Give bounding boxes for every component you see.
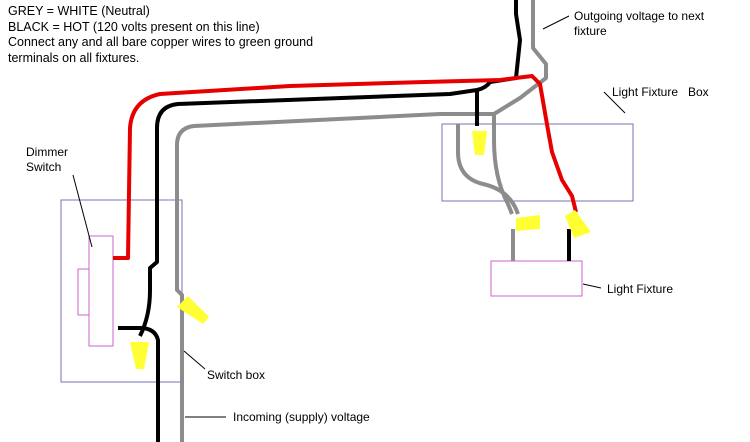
neutral-wire-box-loop xyxy=(456,124,520,215)
switch-box-label: Switch box xyxy=(207,368,266,382)
dimmer-switch-body xyxy=(88,235,114,347)
dimmer-label-line-1: Dimmer xyxy=(26,145,68,159)
wire-nut-switch-box-right xyxy=(177,296,209,324)
dimmer-switch-label: Dimmer Switch xyxy=(26,145,68,174)
leader-outgoing xyxy=(542,15,570,30)
light-fixture-box xyxy=(441,123,634,202)
legend: GREY = WHITE (Neutral) BLACK = HOT (120 … xyxy=(8,4,313,66)
leader-switch-box xyxy=(183,350,206,370)
outgoing-voltage-label: Outgoing voltage to next fixture xyxy=(574,9,704,38)
legend-line-4: terminals on all fixtures. xyxy=(8,50,140,65)
leader-fixture-box xyxy=(603,91,626,114)
wire-nut-fixture-box-top xyxy=(472,131,487,155)
leader-dimmer xyxy=(72,174,93,248)
light-fixture xyxy=(490,260,583,297)
dimmer-switch-knob xyxy=(77,268,90,316)
wire-nut-fixture-neutral xyxy=(516,215,540,231)
hot-wire-through xyxy=(138,0,522,337)
legend-line-3: Connect any and all bare copper wires to… xyxy=(8,35,314,49)
outgoing-label-line-1: Outgoing voltage to next xyxy=(574,9,705,23)
incoming-voltage-label: Incoming (supply) voltage xyxy=(233,410,370,424)
neutral-wire-outgoing xyxy=(492,0,548,215)
light-fixture-label: Light Fixture xyxy=(607,282,674,296)
dimmer-label-line-2: Switch xyxy=(26,159,62,174)
leader-light-fixture xyxy=(582,283,602,289)
switch-box xyxy=(60,199,183,383)
hot-wire-supply xyxy=(118,326,160,442)
wire-nut-switch-box-lower xyxy=(130,342,149,369)
outgoing-label-line-2: fixture xyxy=(574,23,607,38)
wire-nut-fixture-hot xyxy=(565,210,591,238)
legend-line-1: GREY = WHITE (Neutral) xyxy=(8,4,150,18)
light-fixture-box-label-a: Light Fixture xyxy=(612,85,679,99)
neutral-wire-supply xyxy=(175,112,494,442)
light-fixture-box-label-b: Box xyxy=(688,85,709,99)
switched-wire xyxy=(113,74,578,260)
legend-line-2: BLACK = HOT (120 volts present on this l… xyxy=(8,19,260,34)
